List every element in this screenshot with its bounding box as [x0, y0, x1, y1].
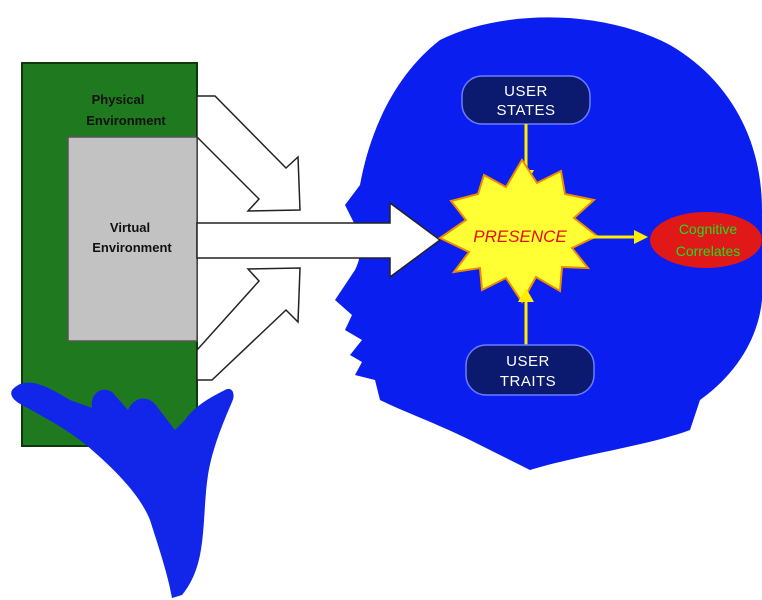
- physical-lower-arrow: [196, 267, 301, 381]
- user-traits-label-line2: TRAITS: [500, 373, 556, 390]
- user-traits-label-line1: USER: [506, 353, 550, 370]
- cognitive-correlates-label-line2: Correlates: [676, 243, 741, 259]
- virtual-environment-panel: [67, 136, 198, 342]
- user-states-label-line1: USER: [504, 83, 548, 100]
- physical-upper-arrow: [196, 95, 301, 212]
- user-traits-pill: [465, 344, 595, 396]
- virtual-environment-label-line2: Environment: [92, 240, 172, 255]
- user-states-label-line2: STATES: [496, 102, 555, 119]
- virtual-center-arrow: [196, 201, 442, 279]
- physical-environment-label-line2: Environment: [86, 113, 166, 128]
- hand-shape: [11, 382, 234, 598]
- physical-environment-label-line1: Physical: [92, 92, 145, 107]
- presence-to-cognitive-arrowhead: [634, 230, 648, 244]
- presence-label: PRESENCE: [473, 227, 567, 246]
- cognitive-correlates-oval: [650, 212, 762, 268]
- cognitive-correlates-label-line1: Cognitive: [679, 221, 738, 237]
- traits-to-presence-arrowhead: [518, 288, 534, 302]
- virtual-environment-label-line1: Virtual: [110, 220, 150, 235]
- presence-burst: [438, 158, 599, 304]
